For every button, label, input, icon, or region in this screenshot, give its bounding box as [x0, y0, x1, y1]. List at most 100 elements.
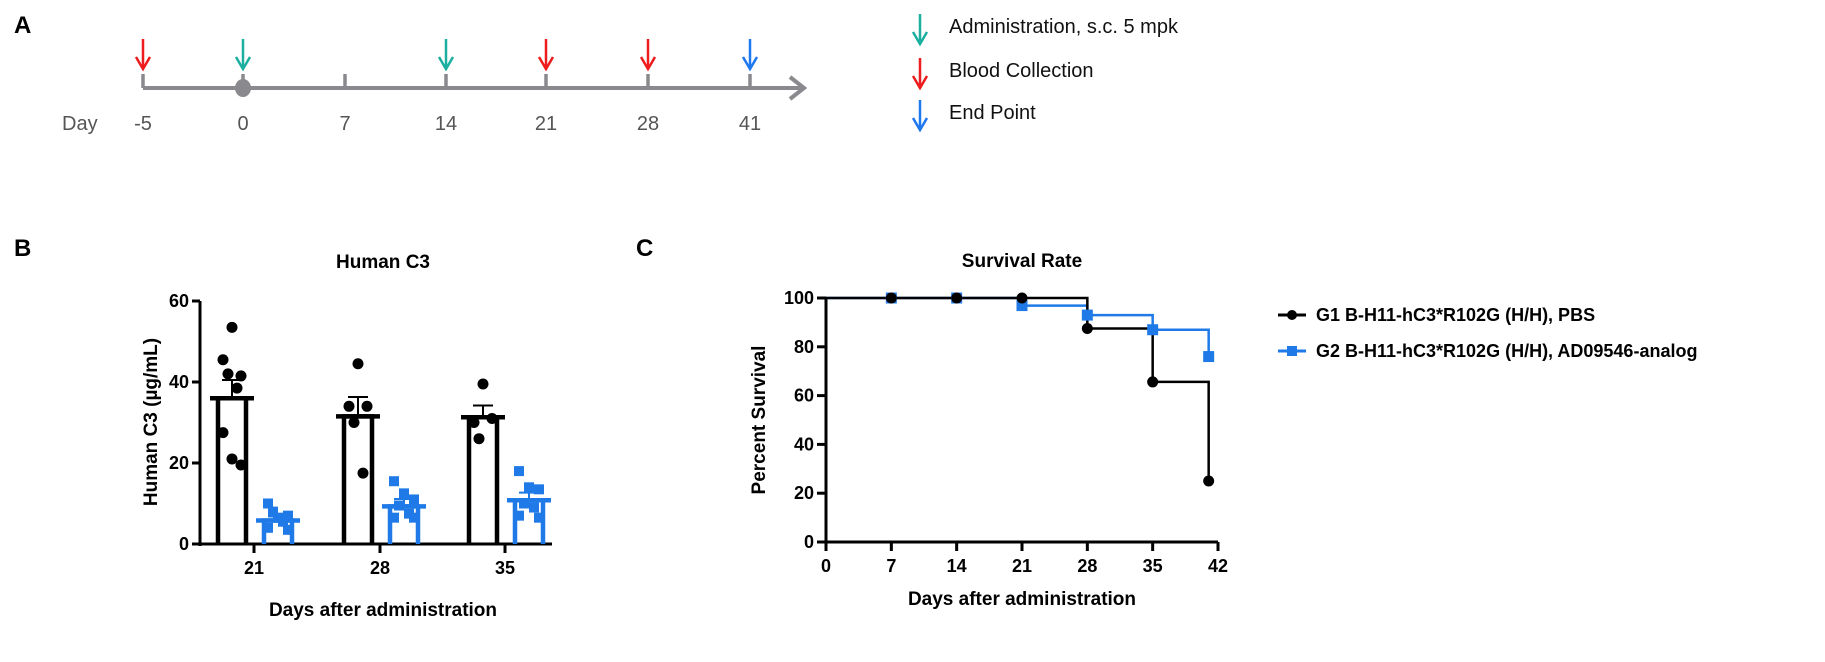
data-point: [389, 512, 399, 523]
y-tick-label: 20: [794, 483, 814, 503]
data-point: [486, 412, 498, 424]
panel-c-label: C: [636, 235, 653, 262]
data-point: [477, 378, 489, 390]
timeline-legend-label: Blood Collection: [949, 60, 1094, 82]
timeline-day-label: 28: [637, 113, 659, 135]
data-point: [1016, 292, 1028, 304]
end-arrow-icon: [741, 39, 759, 72]
x-tick-label: 35: [1143, 556, 1163, 576]
data-point: [1081, 309, 1093, 321]
data-point: [529, 502, 539, 513]
data-point: [343, 400, 355, 412]
data-point: [283, 510, 293, 521]
data-point: [524, 482, 534, 493]
bar-chart: 0 20 40 60 21 28 35: [169, 291, 552, 578]
legend-label: G1 B-H11-hC3*R102G (H/H), PBS: [1316, 305, 1595, 325]
data-point: [348, 417, 360, 428]
survival-chart-title: Survival Rate: [962, 251, 1082, 272]
blood-arrow-icon: [134, 39, 152, 72]
x-tick-label: 28: [370, 558, 390, 578]
timeline-day-label: -5: [134, 113, 152, 135]
data-point: [357, 467, 369, 479]
timeline-legend-label: Administration, s.c. 5 mpk: [949, 16, 1179, 38]
x-tick-label: 0: [821, 556, 831, 576]
data-point: [263, 522, 273, 533]
data-point: [409, 512, 419, 523]
x-tick-label: 35: [495, 558, 515, 578]
arrow-head: [911, 75, 929, 91]
bar: [215, 395, 249, 544]
data-point: [217, 354, 229, 366]
data-point: [278, 516, 288, 527]
timeline-legend-label: End Point: [949, 102, 1036, 124]
end-legend-arrow-icon: [911, 100, 929, 133]
data-point: [389, 476, 399, 487]
data-point: [885, 292, 897, 304]
data-point: [468, 417, 480, 428]
data-point: [514, 466, 524, 477]
bar-chart-title: Human C3: [336, 252, 430, 273]
legend-label: G2 B-H11-hC3*R102G (H/H), AD09546-analog: [1316, 341, 1697, 361]
y-tick-label: 40: [794, 434, 814, 454]
admin-legend-arrow-icon: [911, 14, 929, 47]
y-tick-label: 60: [169, 291, 189, 311]
arrow-head: [134, 56, 152, 72]
x-tick-label: 21: [244, 558, 264, 578]
x-tick-label: 42: [1208, 556, 1228, 576]
y-tick-label: 0: [179, 534, 189, 554]
y-tick-label: 100: [784, 288, 814, 308]
data-point: [217, 427, 229, 439]
arrow-head: [234, 56, 252, 72]
data-point: [534, 512, 544, 523]
data-point: [514, 510, 524, 521]
panel-b-label: B: [14, 235, 31, 262]
y-tick-label: 40: [169, 372, 189, 392]
data-point: [519, 498, 529, 509]
timeline-day-label: 21: [535, 113, 557, 135]
bar-chart-ylabel: Human C3 (µg/mL): [141, 338, 162, 506]
y-tick-label: 60: [794, 386, 814, 406]
data-point: [268, 506, 278, 517]
y-tick-label: 20: [169, 453, 189, 473]
blood-arrow-icon: [537, 39, 555, 72]
data-point: [226, 321, 238, 333]
timeline-day-label: 41: [739, 113, 761, 135]
arrow-head: [537, 56, 555, 72]
data-point: [222, 368, 234, 380]
y-tick-label: 0: [804, 532, 814, 552]
data-point: [409, 494, 419, 505]
data-point: [534, 484, 544, 495]
survival-legend: G1 B-H11-hC3*R102G (H/H), PBS G2 B-H11-hC…: [1278, 305, 1697, 361]
arrow-head: [741, 56, 759, 72]
arrow-head: [911, 117, 929, 133]
x-tick-label: 14: [947, 556, 967, 576]
data-point: [1081, 323, 1093, 334]
data-point: [263, 498, 273, 509]
data-point: [1203, 475, 1215, 487]
data-point: [283, 524, 293, 535]
survival-chart-xlabel: Days after administration: [908, 589, 1136, 610]
arrow-head: [911, 31, 929, 47]
timeline-arrowhead: [788, 75, 808, 101]
y-tick-label: 80: [794, 337, 814, 357]
arrow-head: [437, 56, 455, 72]
data-point: [394, 500, 404, 511]
data-point: [361, 400, 373, 412]
data-point: [226, 453, 238, 465]
bar: [341, 414, 375, 544]
x-tick-label: 21: [1012, 556, 1032, 576]
legend-marker: [1287, 346, 1297, 356]
data-point: [1203, 351, 1215, 363]
data-point: [231, 382, 243, 394]
survival-chart-ylabel: Percent Survival: [749, 346, 770, 495]
data-point: [1016, 300, 1028, 312]
data-point: [399, 488, 409, 499]
legend-marker: [1287, 310, 1297, 320]
timeline-day-label: 14: [435, 113, 457, 135]
admin-arrow-icon: [437, 39, 455, 72]
timeline-day-label: 7: [339, 113, 350, 135]
data-point: [1147, 324, 1159, 336]
